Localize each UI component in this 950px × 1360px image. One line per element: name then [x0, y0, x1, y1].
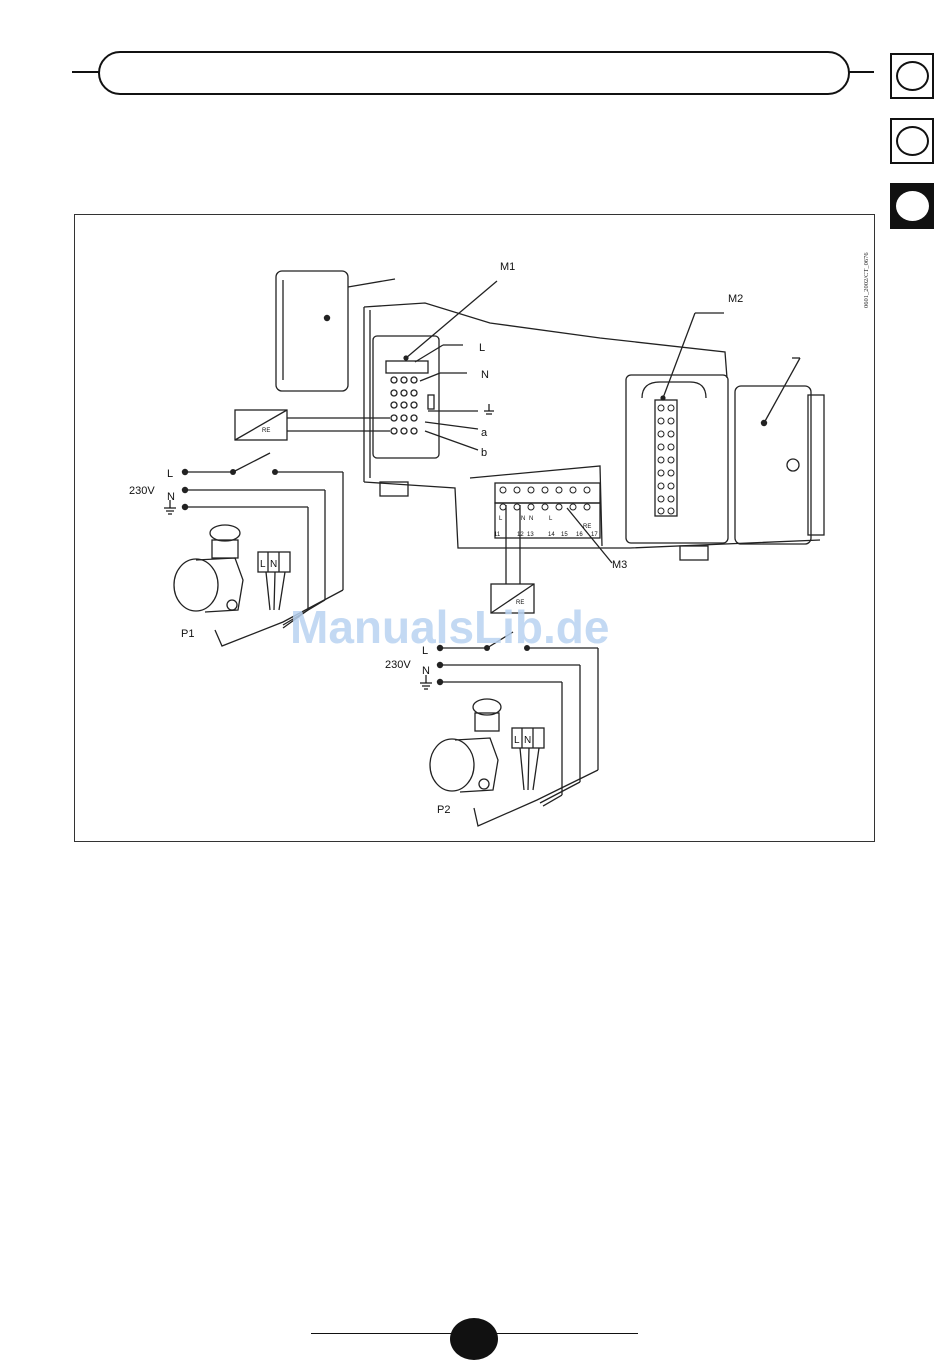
- m3-number-11: 11: [494, 532, 501, 538]
- m3-number-15: 15: [561, 532, 568, 538]
- m3-terminal-block: [495, 483, 600, 503]
- m3-number-14: 14: [548, 532, 555, 538]
- m1-label-n: N: [481, 369, 489, 381]
- supply-right-voltage: 230V: [385, 659, 411, 671]
- m1-label-b: b: [481, 447, 487, 459]
- supply-left-voltage: 230V: [129, 485, 155, 497]
- m1-terminal-box: [373, 336, 439, 458]
- pump-p1-terminal-n: N: [270, 559, 277, 570]
- m1-terminal-rows: [391, 377, 417, 434]
- pump-p1-terminal-l: L: [260, 559, 266, 570]
- label-m2: M2: [728, 293, 743, 305]
- m3-re-label: RE: [583, 524, 591, 530]
- label-m1: M1: [500, 261, 515, 273]
- pump-p2-label: P2: [437, 804, 450, 816]
- m3-number-16: 16: [576, 532, 583, 538]
- supply-left-l: L: [167, 468, 173, 480]
- figure-code: 0601_2002/CT_0676: [863, 252, 870, 308]
- m3-number-17: 17: [591, 532, 598, 538]
- pump-p1-label: P1: [181, 628, 194, 640]
- m3-number-12: 12: [517, 532, 524, 538]
- pump-p2-terminal-n: N: [524, 735, 531, 746]
- pump-p2-terminal-l: L: [514, 735, 520, 746]
- relay-left-label: RE: [262, 428, 270, 434]
- page-number-badge: [450, 1318, 498, 1360]
- m1-label-l: L: [479, 342, 485, 354]
- supply-right-n: N: [422, 665, 430, 677]
- m3-top-label-n1: N: [521, 516, 525, 522]
- left-control-box: [276, 271, 348, 391]
- m3-top-label-l2: L: [549, 516, 553, 522]
- m1-label-a: a: [481, 427, 488, 439]
- watermark-text: ManualsLib.de: [290, 600, 609, 654]
- m3-number-13: 13: [527, 532, 534, 538]
- m3-top-label-l1: L: [499, 516, 503, 522]
- supply-left-n: N: [167, 491, 175, 503]
- m3-top-label-n2: N: [529, 516, 533, 522]
- label-m3: M3: [612, 559, 627, 571]
